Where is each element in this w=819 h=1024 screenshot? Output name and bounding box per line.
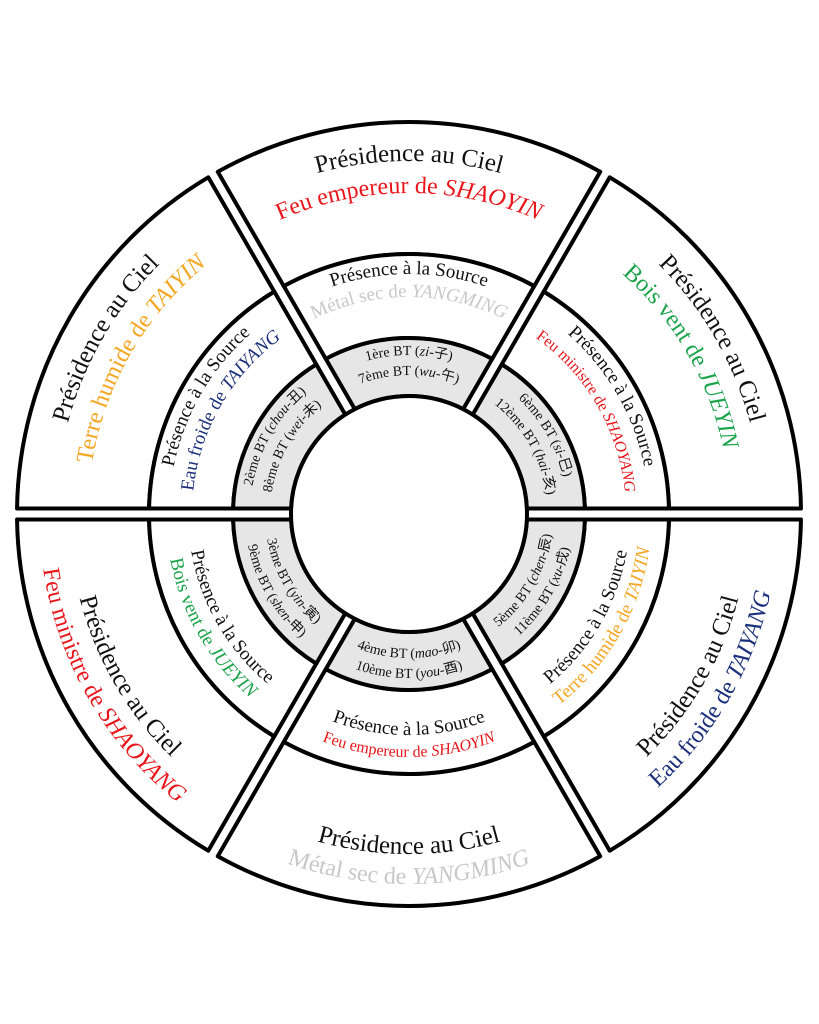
ring-segments [15, 120, 803, 908]
center-hub [289, 394, 529, 634]
